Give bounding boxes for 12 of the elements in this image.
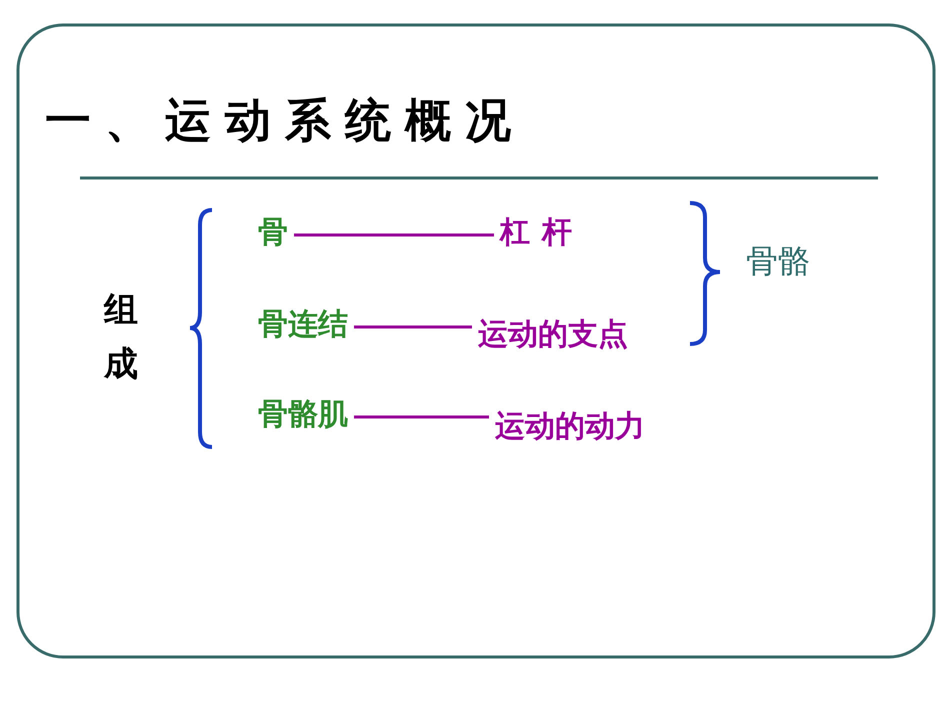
connector-line	[354, 416, 489, 418]
connector-line	[294, 234, 494, 236]
connector-line	[354, 326, 472, 328]
function-label: 运动的支点	[478, 320, 628, 350]
function-label: 运动的动力	[495, 412, 645, 442]
slide-title: 一、运动系统概况	[45, 97, 525, 143]
component-label: 骨	[258, 218, 288, 248]
component-label: 骨骼肌	[258, 400, 348, 430]
group-label: 骨骼	[746, 245, 810, 277]
function-label: 杠杆	[500, 218, 584, 248]
group-label: 组成	[104, 283, 138, 392]
component-label: 骨连结	[258, 310, 348, 340]
